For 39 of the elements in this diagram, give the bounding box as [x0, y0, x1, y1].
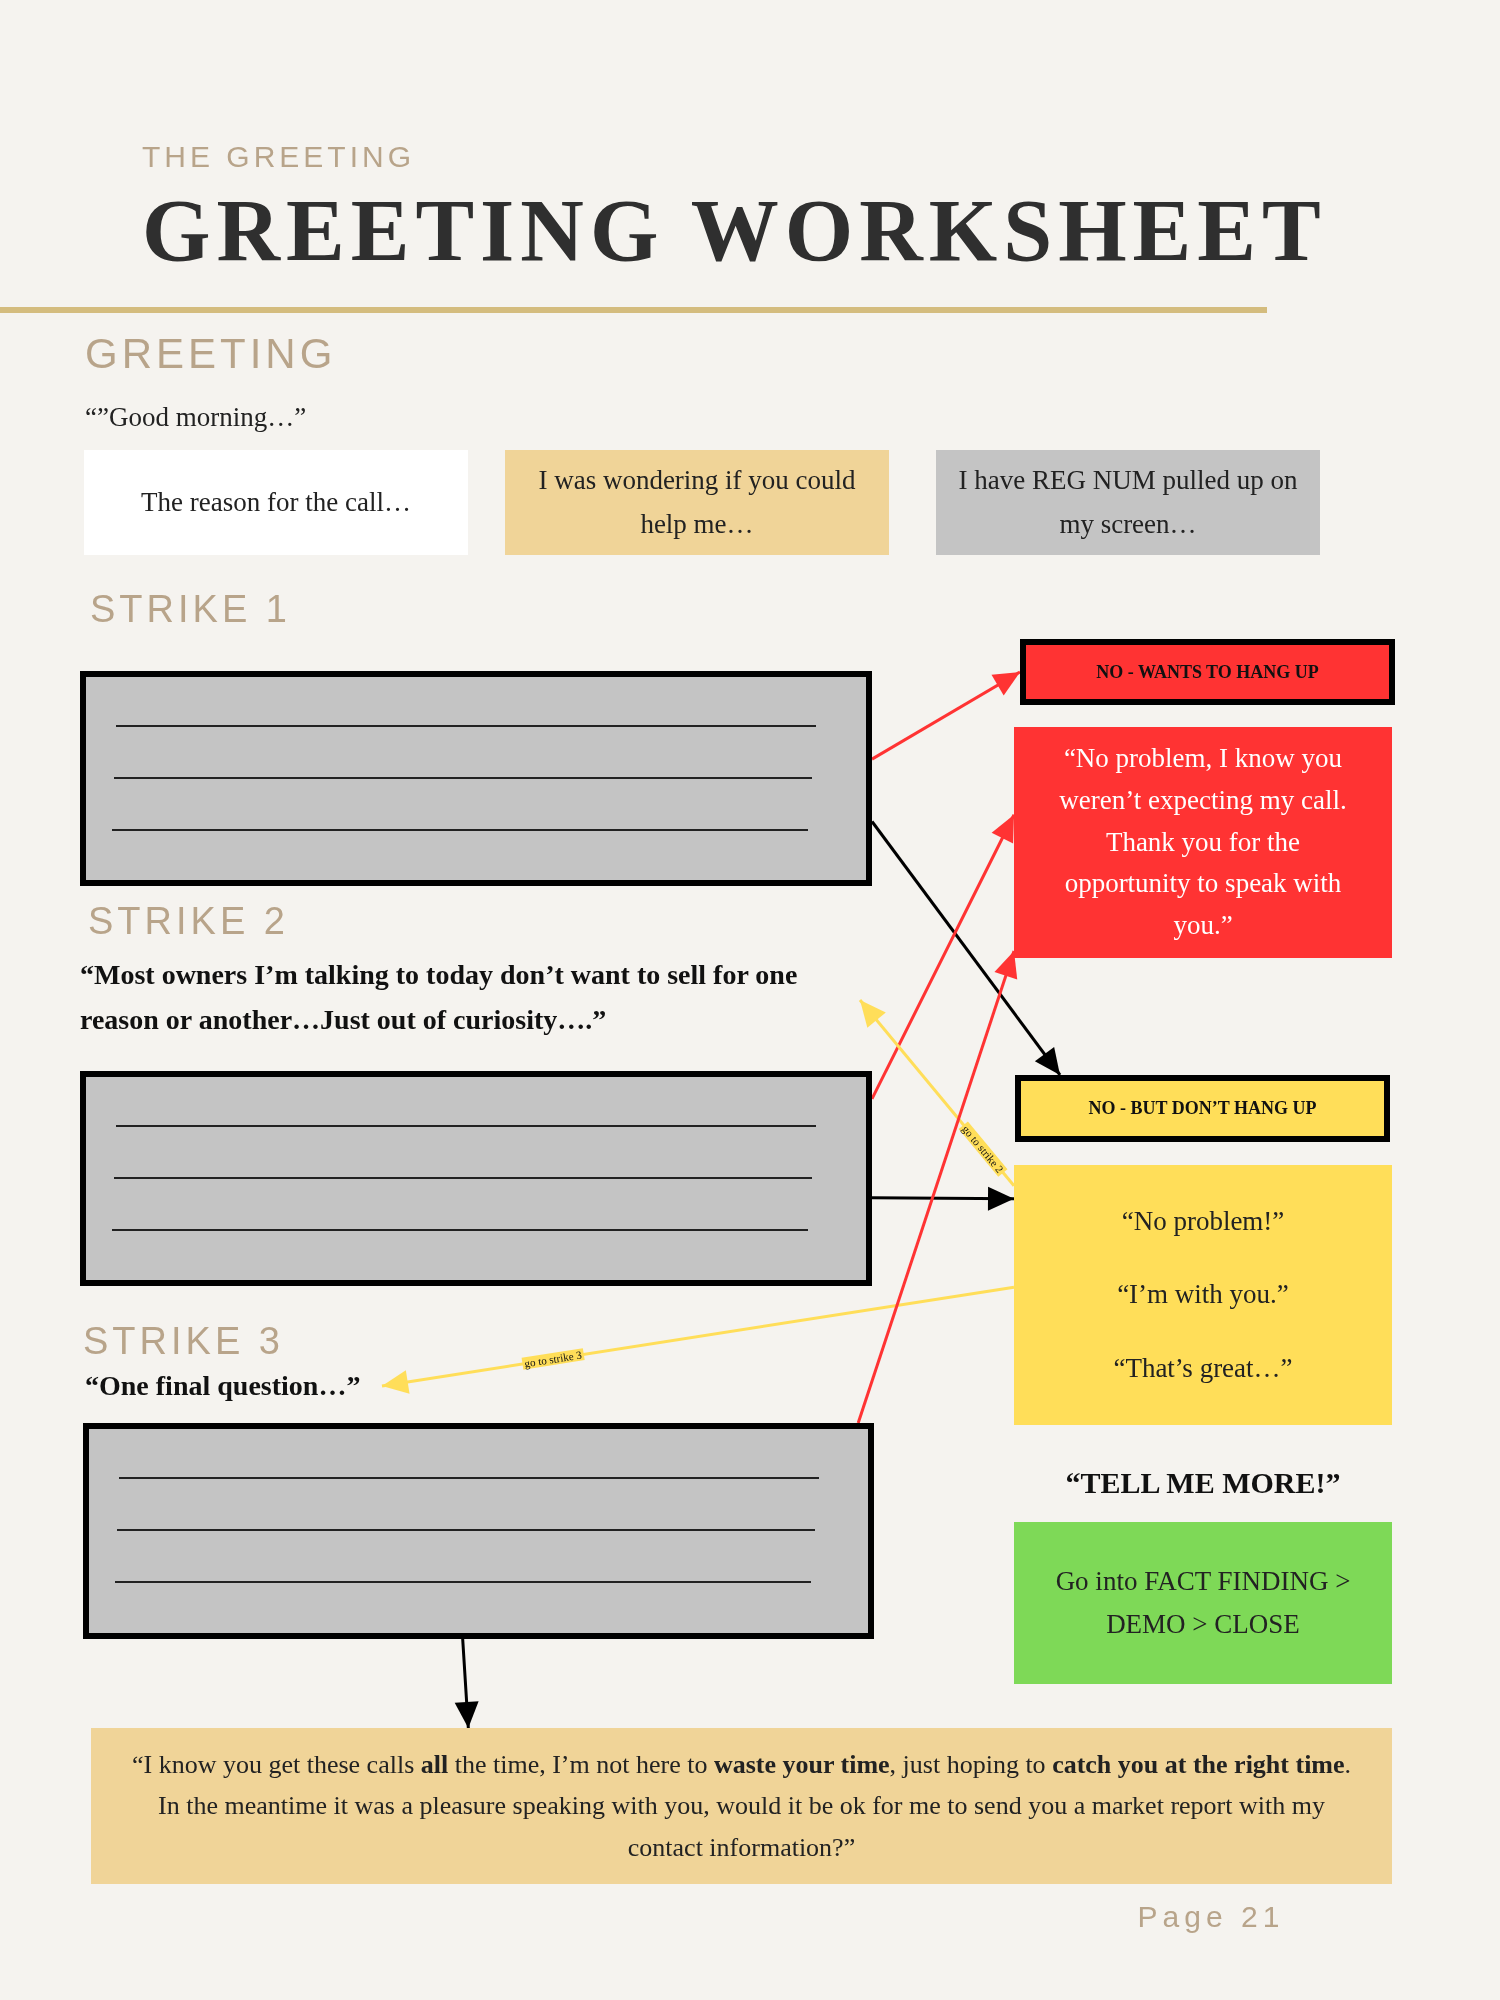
- section-heading: STRIKE 3: [83, 1320, 284, 1363]
- edge-label: go to strike 3: [521, 1348, 585, 1370]
- title: GREETING WORKSHEET: [142, 181, 1327, 281]
- quote-text: “One final question…”: [85, 1368, 382, 1404]
- box-text: “That’s great…”: [1113, 1352, 1293, 1384]
- response-box: [1014, 727, 1392, 958]
- response-box: [1014, 1165, 1392, 1425]
- greeting-box: [936, 450, 1320, 555]
- arrow: [871, 670, 1021, 761]
- arrow: [872, 1186, 1014, 1211]
- arrow: [454, 1638, 479, 1729]
- script-box: [91, 1728, 1392, 1884]
- greeting-text: “”Good morning…”: [85, 402, 307, 433]
- page-number: Page 21: [1136, 1900, 1286, 1934]
- arrow: [856, 950, 1018, 1424]
- section-heading: GREETING: [85, 330, 337, 378]
- answer-box: [83, 1423, 874, 1639]
- heading-text: “TELL ME MORE!”: [1064, 1466, 1342, 1500]
- quote-text: “Most owners I’m talking to today don’t want to sell for one reason or another…Just out of curiosity….”: [80, 955, 860, 1040]
- status-box: [1020, 639, 1395, 705]
- box-text: NO - WANTS TO HANG UP: [1096, 661, 1319, 683]
- box-text: Go into FACT FINDING > DEMO > CLOSE: [1054, 1564, 1352, 1641]
- box-text: NO - BUT DON’T HANG UP: [1088, 1098, 1317, 1119]
- box-text: “No problem, I know you weren’t expecting my call. Thank you for the opportunity to speak with you.”: [1058, 741, 1348, 943]
- section-heading: STRIKE 2: [88, 900, 289, 943]
- subtitle: THE GREETING: [142, 140, 415, 174]
- box-text: “No problem!”: [1121, 1206, 1285, 1238]
- box-text: I was wondering if you could help me…: [537, 464, 857, 541]
- status-box: [1015, 1075, 1390, 1142]
- answer-box: [80, 671, 872, 886]
- box-text: The reason for the call…: [140, 485, 412, 519]
- answer-box: [80, 1071, 872, 1286]
- box-text: “I’m with you.”: [1117, 1279, 1289, 1311]
- greeting-box: [505, 450, 889, 555]
- section-heading: STRIKE 1: [90, 588, 291, 631]
- box-text: I have REG NUM pulled up on my screen…: [957, 464, 1299, 541]
- arrow: [381, 1285, 1015, 1394]
- box-text: “I know you get these calls all the time, I’m not here to waste your time, just hoping to catch you at the right time. In the meantime it was a pleasure speaking with you, would it be ok for me to send you a market report with my contact information?”: [130, 1748, 1353, 1864]
- action-box: [1014, 1522, 1392, 1684]
